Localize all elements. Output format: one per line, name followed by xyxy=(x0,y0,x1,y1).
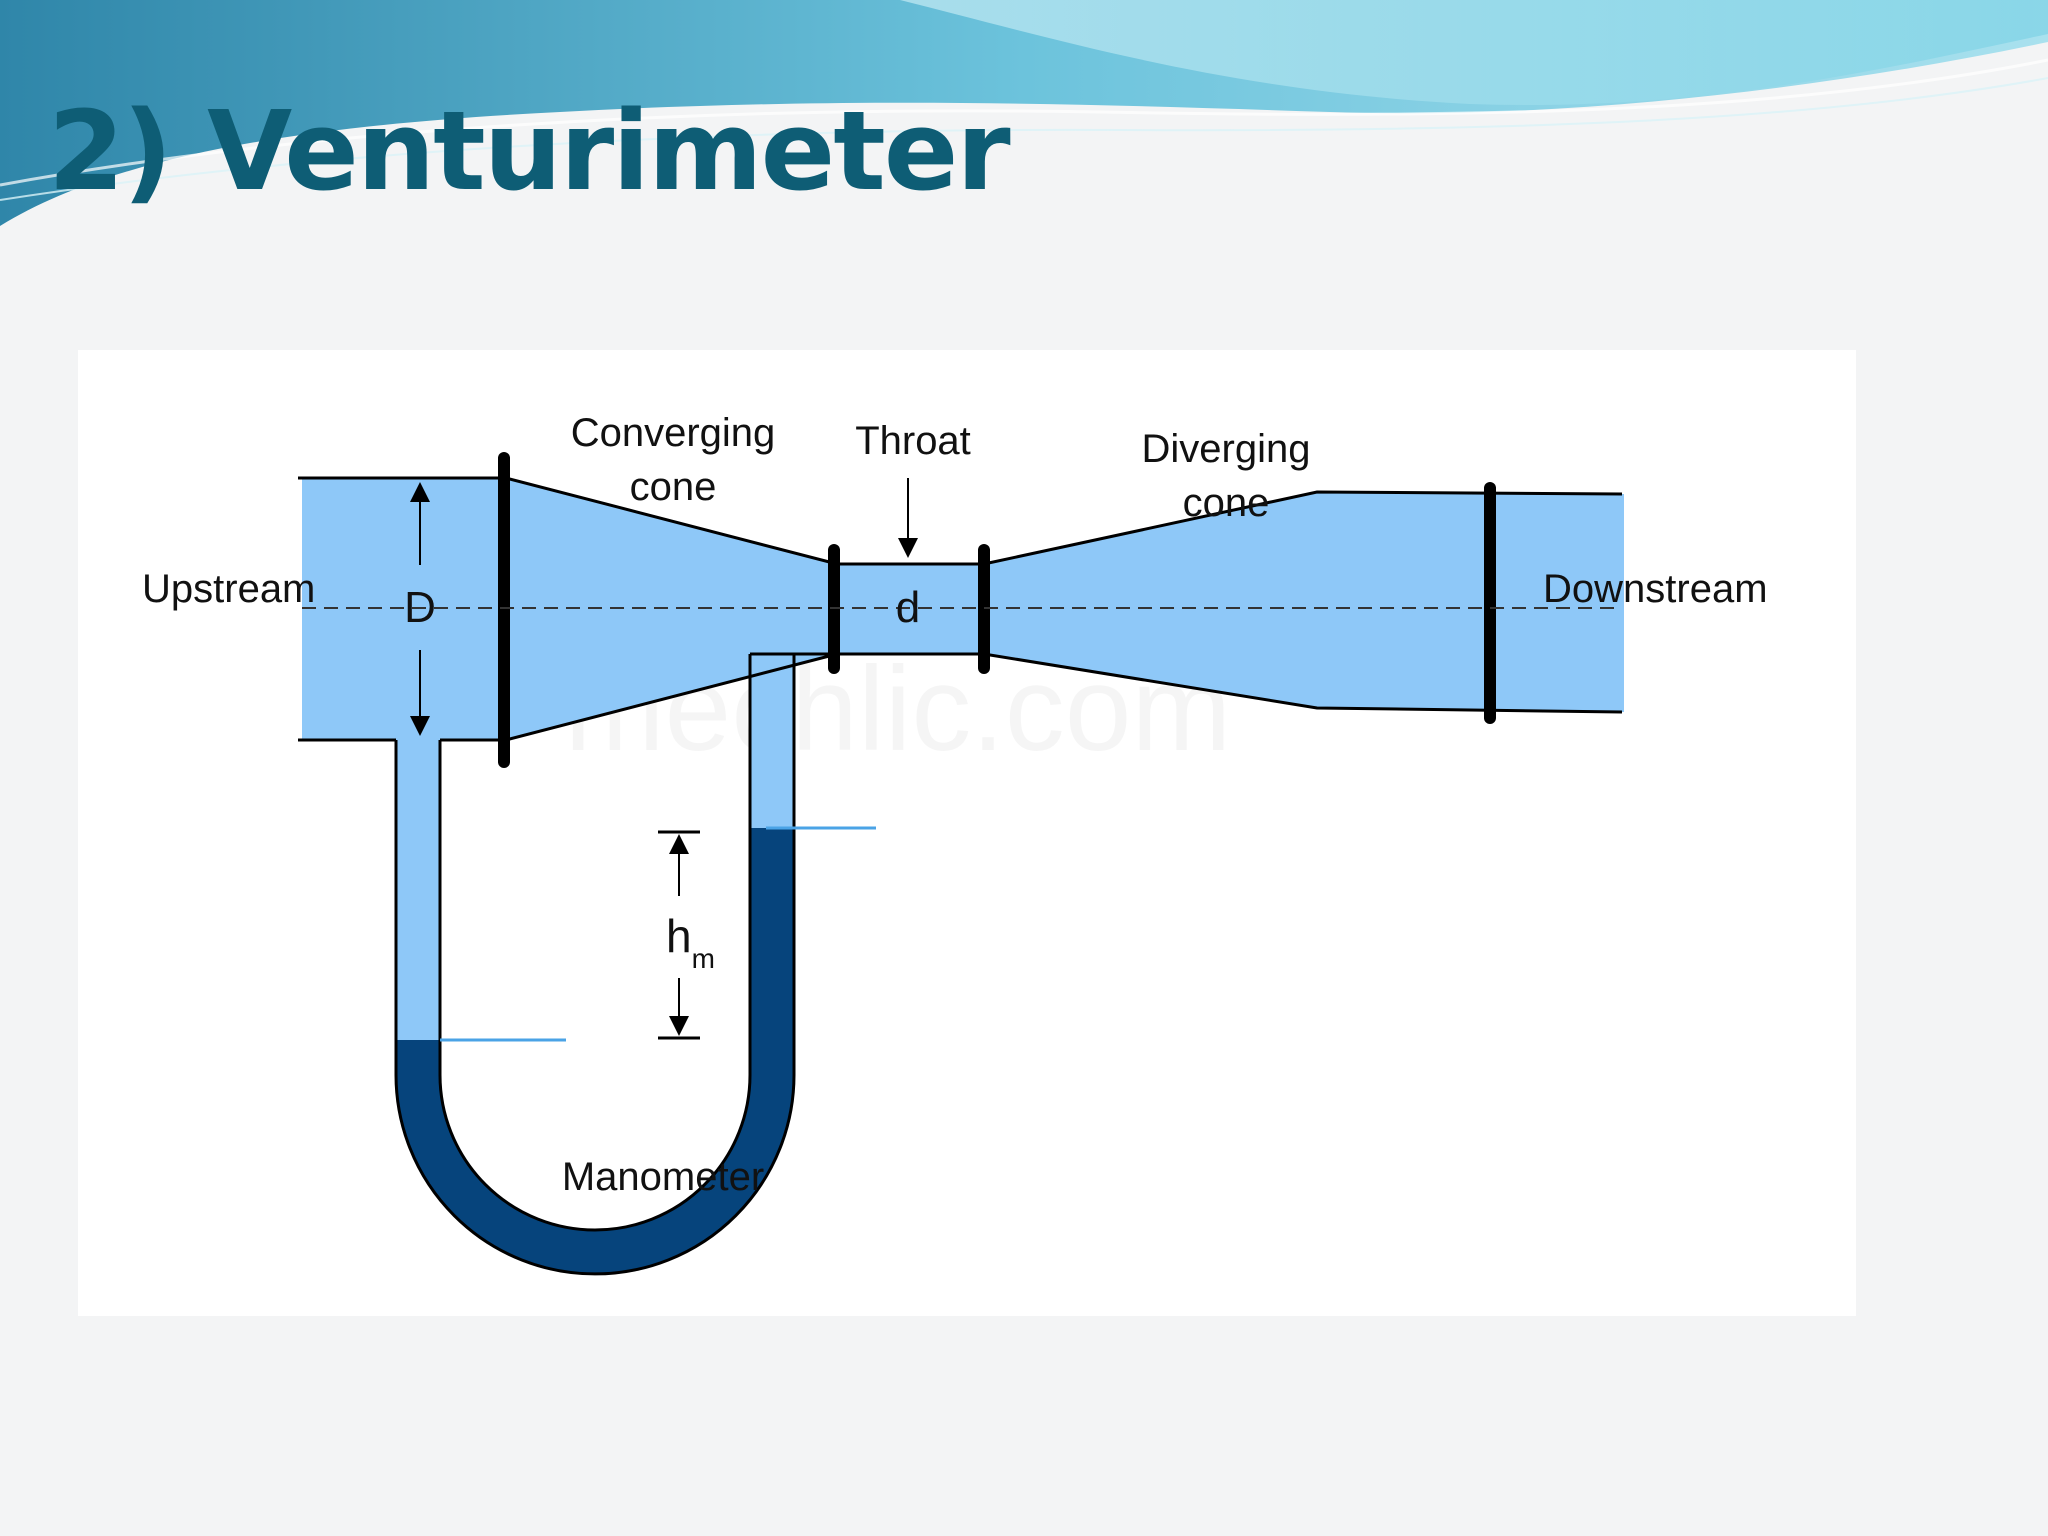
head-symbol: h xyxy=(666,910,692,962)
throat-label: Throat xyxy=(855,419,971,463)
manometer-right-fluid xyxy=(750,654,794,828)
pipe-walls xyxy=(298,476,1623,1276)
venturimeter-diagram: mechlic.com xyxy=(142,411,1768,1276)
slide-header-wave xyxy=(0,0,2048,226)
diverging-cone-label-line1: Diverging xyxy=(1142,427,1311,471)
downstream-label: Downstream xyxy=(1543,567,1768,611)
manometer-liquid xyxy=(396,828,794,1274)
converging-cone-label-line1: Converging xyxy=(571,411,776,455)
manometer-left-fluid xyxy=(396,740,440,1040)
manometer-label: Manometer xyxy=(562,1155,764,1199)
throat-diameter-label: d xyxy=(896,583,920,632)
head-subscript: m xyxy=(692,943,715,974)
converging-cone-label-line2: cone xyxy=(630,465,717,509)
head-label: hm xyxy=(666,910,715,974)
diverging-cone-label-line2: cone xyxy=(1183,481,1270,525)
inlet-diameter-label: D xyxy=(404,583,436,632)
slide-title: 2) Venturimeter xyxy=(48,87,1011,215)
upstream-label: Upstream xyxy=(142,567,315,611)
venturimeter-diagram-panel: mechlic.com xyxy=(78,350,1856,1316)
